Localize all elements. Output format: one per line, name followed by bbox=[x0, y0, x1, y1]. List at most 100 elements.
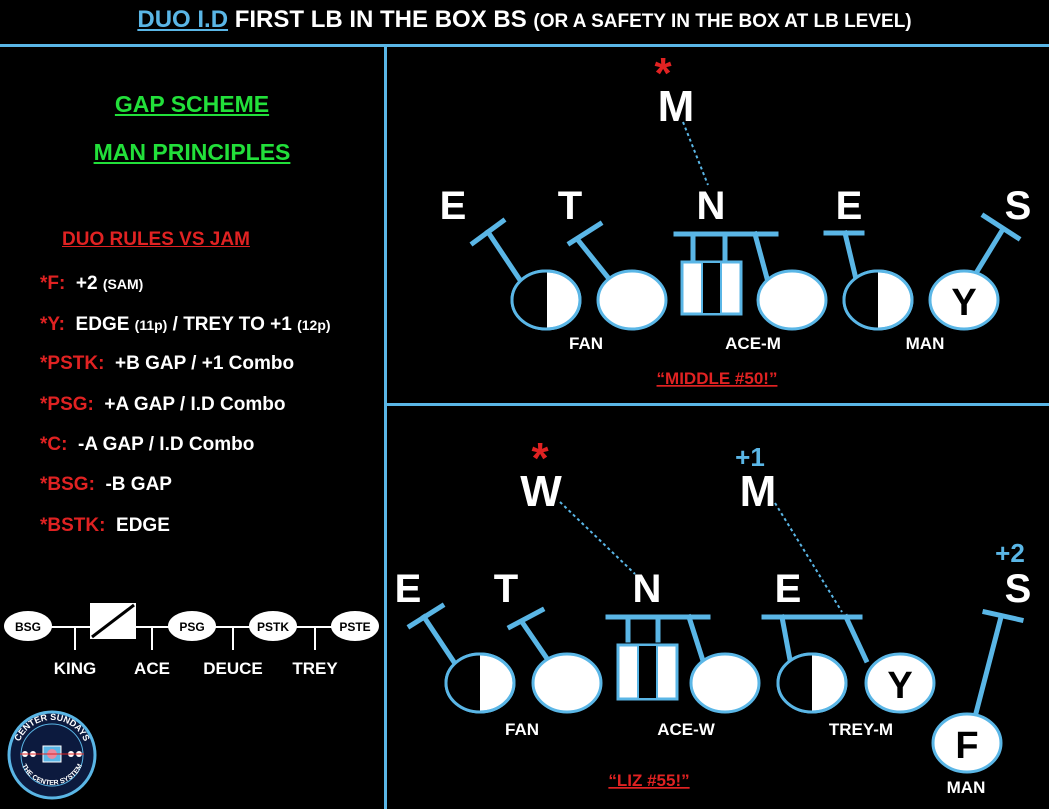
rule-text: -B GAP bbox=[105, 474, 172, 495]
rule-text: / TREY TO +1 bbox=[167, 314, 298, 335]
defender-label: W bbox=[520, 467, 562, 516]
rule-key: *C: bbox=[40, 434, 68, 455]
block-label: ACE-W bbox=[657, 720, 716, 739]
rule-bsg: *BSG: -B GAP bbox=[40, 474, 172, 496]
defender-label: N bbox=[697, 184, 726, 228]
rule-text: EDGE bbox=[116, 515, 170, 536]
block-label: MAN bbox=[947, 778, 986, 797]
gap-label: DEUCE bbox=[203, 659, 263, 678]
combo-stem bbox=[779, 614, 793, 663]
guard-oval bbox=[531, 652, 603, 714]
player-label: F bbox=[955, 725, 978, 767]
block-label: ACE-M bbox=[725, 334, 781, 353]
defender-label: M bbox=[740, 467, 777, 516]
rule-note: (11p) bbox=[134, 317, 168, 333]
defender-label: M bbox=[658, 82, 695, 131]
rule-key: *BSG: bbox=[40, 474, 95, 495]
combo-stem bbox=[842, 613, 870, 664]
rule-text: -A GAP / I.D Combo bbox=[78, 434, 255, 455]
rule-psg: *PSG: +A GAP / I.D Combo bbox=[40, 394, 285, 416]
block-line bbox=[841, 229, 860, 283]
block-label: FAN bbox=[505, 720, 539, 739]
star-icon: * bbox=[654, 49, 672, 98]
position-label: BSG bbox=[15, 620, 41, 634]
block-line bbox=[518, 618, 552, 664]
rule-key: *Y: bbox=[40, 314, 65, 335]
block-label: MAN bbox=[906, 334, 945, 353]
block-line bbox=[484, 228, 526, 287]
title-divider bbox=[0, 44, 1049, 47]
page-title: DUO I.D FIRST LB IN THE BOX BS (OR A SAF… bbox=[0, 6, 1049, 34]
defender-label: E bbox=[395, 567, 422, 611]
guard-oval bbox=[756, 269, 828, 331]
rules-title: DUO RULES VS JAM bbox=[62, 229, 250, 250]
horizontal-divider bbox=[386, 403, 1049, 406]
rule-text: +A GAP / I.D Combo bbox=[104, 394, 286, 415]
block-label: FAN bbox=[569, 334, 603, 353]
pste-oval bbox=[331, 611, 379, 641]
combo-stem bbox=[751, 230, 772, 286]
gap-label: ACE bbox=[134, 659, 170, 678]
defender-label: E bbox=[440, 184, 467, 228]
block-cap bbox=[982, 609, 1024, 623]
rule-key: *PSTK: bbox=[40, 353, 105, 374]
block-cap bbox=[506, 606, 546, 631]
defender-label: T bbox=[494, 567, 518, 611]
rule-text: EDGE bbox=[75, 314, 135, 335]
guard-oval bbox=[689, 652, 761, 714]
block-cap bbox=[406, 602, 446, 630]
defender-label: S bbox=[1005, 567, 1032, 611]
rule-key: *PSG: bbox=[40, 394, 94, 415]
rule-pstk: *PSTK: +B GAP / +1 Combo bbox=[40, 353, 294, 375]
psg-oval bbox=[168, 611, 216, 641]
rule-key: *BSTK: bbox=[40, 515, 106, 536]
call-label: “MIDDLE #50!” bbox=[657, 369, 778, 388]
top-play: Y * M E T N E S FAN ACE-M MAN “MIDDLE #5… bbox=[440, 49, 1032, 388]
rule-c: *C: -A GAP / I.D Combo bbox=[40, 434, 254, 456]
man-principles-label: MAN PRINCIPLES bbox=[93, 139, 291, 165]
position-label: PSTE bbox=[339, 620, 370, 634]
rule-note: (12p) bbox=[297, 317, 331, 333]
tight-end-oval bbox=[864, 652, 936, 714]
rule-y: *Y: EDGE (11p) / TREY TO +1 (12p) bbox=[40, 314, 331, 336]
block-line bbox=[971, 613, 1005, 721]
defender-label: S bbox=[1005, 184, 1032, 228]
defender-label: T bbox=[558, 184, 582, 228]
plus-two-label: +2 bbox=[995, 538, 1025, 568]
title-prefix: DUO I.D bbox=[137, 6, 229, 33]
bottom-play: Y F * W +1 M E T N E +2 S FAN ACE-W TREY… bbox=[395, 434, 1032, 797]
gap-scheme-label: GAP SCHEME bbox=[114, 91, 270, 117]
rule-note: (SAM) bbox=[102, 276, 144, 292]
fullback-oval bbox=[931, 712, 1003, 774]
guard-oval bbox=[596, 269, 668, 331]
defender-label: N bbox=[633, 567, 662, 611]
vertical-divider bbox=[384, 44, 387, 809]
position-label: PSTK bbox=[257, 620, 289, 634]
gap-label: KING bbox=[54, 659, 97, 678]
combo-stem bbox=[685, 613, 708, 668]
player-label: Y bbox=[887, 665, 912, 707]
title-main: FIRST LB IN THE BOX BS bbox=[228, 6, 534, 33]
line-gap-diagram: BSG PSG PSTK PSTE KING ACE DEUCE TREY CE… bbox=[4, 603, 379, 800]
title-paren: (OR A SAFETY IN THE BOX AT LB LEVEL) bbox=[533, 11, 912, 32]
star-icon: * bbox=[531, 434, 549, 483]
bsg-oval bbox=[4, 611, 52, 641]
read-line bbox=[682, 121, 709, 186]
call-label: “LIZ #55!” bbox=[608, 771, 689, 790]
plus-one-label: +1 bbox=[735, 442, 765, 472]
block-cap bbox=[566, 220, 604, 247]
pstk-oval bbox=[249, 611, 297, 641]
rule-bstk: *BSTK: EDGE bbox=[40, 515, 170, 537]
block-line bbox=[420, 613, 460, 669]
block-cap bbox=[980, 212, 1022, 242]
rule-key: *F: bbox=[40, 273, 66, 294]
rule-text: +2 bbox=[75, 273, 103, 294]
gap-label: TREY bbox=[292, 659, 338, 678]
block-line bbox=[574, 236, 614, 284]
position-label: PSG bbox=[179, 620, 204, 634]
read-line bbox=[559, 501, 636, 575]
block-label: TREY-M bbox=[829, 720, 893, 739]
rule-text: +B GAP / +1 Combo bbox=[114, 353, 295, 374]
block-cap bbox=[469, 217, 507, 247]
